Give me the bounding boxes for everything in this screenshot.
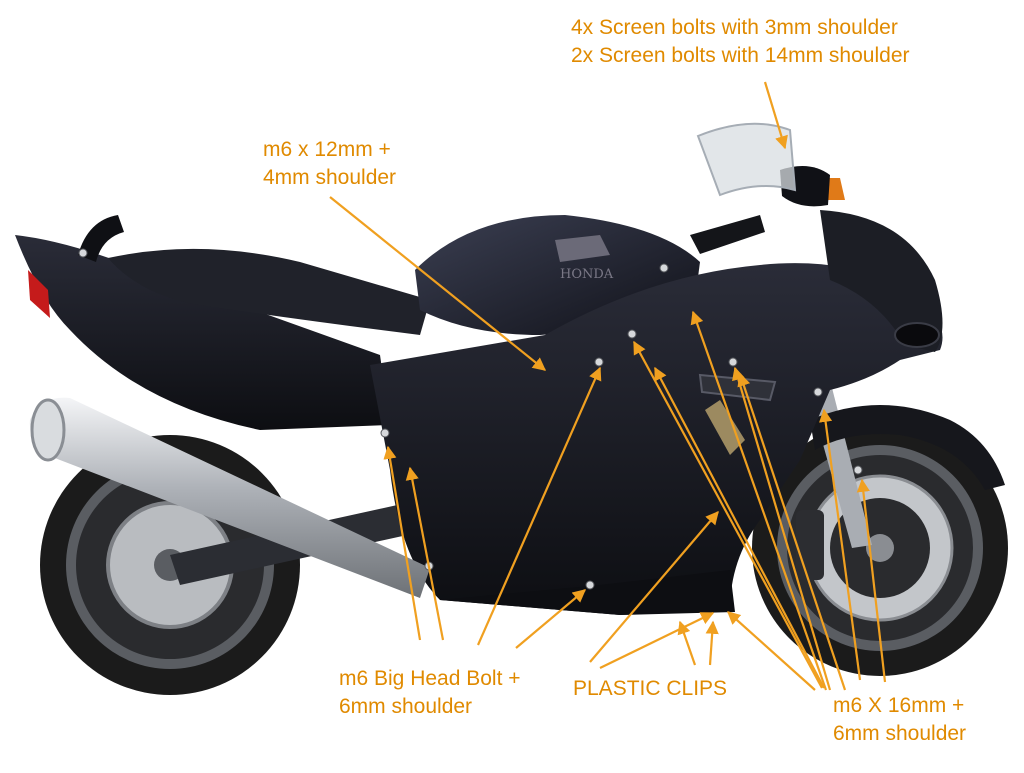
label-m6x12: m6 x 12mm + 4mm shoulder	[263, 138, 397, 189]
belly-pan	[440, 570, 735, 615]
label-plastic-clips: PLASTIC CLIPS	[573, 677, 728, 700]
tail-light	[28, 270, 50, 318]
tail-cowl	[15, 235, 390, 430]
leader-clips-3	[677, 620, 697, 666]
honda-logo-text: HONDA	[560, 267, 614, 282]
handlebar	[690, 215, 765, 254]
label-big-head-bolt: m6 Big Head Bolt + 6mm shoulder	[339, 667, 521, 718]
headlight-nose	[820, 210, 943, 352]
leader-screen-bolts	[763, 81, 788, 150]
leader-m6x16-8	[727, 611, 816, 691]
front-wheel	[752, 420, 1008, 676]
seat	[108, 248, 430, 335]
grab-rail	[78, 215, 124, 262]
leader-m6x16-1	[633, 340, 823, 689]
bolt-heads	[78, 248, 863, 590]
leader-clips-4	[705, 620, 719, 666]
front-fender	[810, 405, 1005, 490]
leader-bighead-3	[476, 366, 602, 646]
leader-m6x16-2	[654, 366, 825, 689]
leader-m6x16-3	[690, 310, 828, 691]
exhaust	[29, 397, 430, 598]
windscreen	[696, 122, 797, 197]
headlight	[894, 322, 940, 348]
label-screen-bolts: 4x Screen bolts with 3mm shoulder 2x Scr…	[571, 16, 910, 67]
leader-m6x16-6	[819, 408, 862, 681]
tank-wing-logo	[555, 235, 610, 262]
leader-bighead-2	[405, 466, 445, 641]
leader-bighead-4	[515, 589, 587, 649]
main-fairing	[370, 263, 943, 615]
annotation-lines	[329, 81, 887, 691]
leader-clips-2	[599, 612, 715, 669]
leader-bighead-1	[383, 445, 422, 641]
leader-m6x16-4	[732, 366, 832, 691]
xx-logo	[705, 400, 745, 455]
leader-m6x16-5	[737, 372, 847, 691]
label-m6x16: m6 X 16mm + 6mm shoulder	[833, 694, 967, 745]
leader-m6x16-7	[856, 478, 887, 683]
leader-m6x12	[329, 196, 547, 371]
leader-clips-1	[589, 510, 719, 663]
